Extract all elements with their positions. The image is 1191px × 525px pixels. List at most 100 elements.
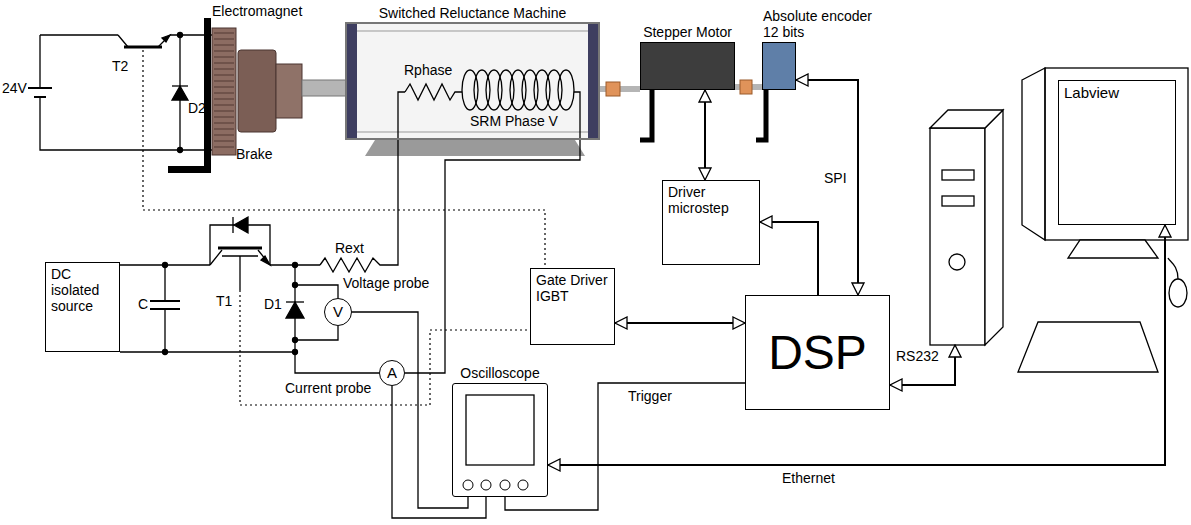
computer — [1022, 68, 1045, 240]
power-circuit — [150, 308, 180, 310]
oscilloscope-parts — [466, 395, 534, 465]
node-heading: Stepper Motor — [643, 24, 732, 40]
electromagnet-brake — [168, 166, 211, 173]
power-circuit — [120, 352, 379, 373]
monitor-screen: Labview — [1058, 80, 1176, 225]
node-heading: Switched Reluctance Machine — [379, 5, 567, 21]
oscilloscope-parts — [481, 480, 491, 490]
shaft-couplings — [606, 82, 620, 96]
computer — [930, 128, 985, 345]
node-text: DSP — [768, 325, 867, 380]
node-text: Gate Driver IGBT — [536, 272, 609, 304]
part-label: Electromagnet — [212, 3, 302, 19]
node-text: V — [333, 303, 343, 320]
power-circuit — [239, 256, 240, 290]
power-circuit — [218, 247, 262, 250]
power-circuit — [120, 33, 580, 374]
power-circuit — [320, 258, 385, 272]
part-label: Rext — [335, 240, 364, 256]
electromagnet-brake — [168, 18, 347, 173]
oscilloscope-parts — [518, 480, 528, 490]
computer — [985, 110, 1003, 345]
power-circuit — [210, 225, 270, 265]
brake-circuit — [40, 35, 212, 150]
power-circuit — [234, 217, 248, 233]
power-circuit — [120, 264, 320, 265]
part-label: T2 — [112, 58, 128, 74]
gate-signal-line — [143, 50, 545, 405]
brake-circuit — [28, 87, 52, 89]
current-probe: A — [379, 360, 405, 386]
edge-label: Ethernet — [780, 470, 837, 486]
gate-signal-line — [143, 50, 545, 268]
electromagnet-brake — [238, 50, 276, 132]
data-arrow — [615, 322, 745, 324]
data-arrow — [548, 225, 1165, 465]
computer — [942, 196, 974, 206]
shaft-couplings — [640, 90, 766, 140]
brake-circuit — [162, 35, 170, 42]
data-arrow — [704, 90, 706, 180]
oscilloscope-parts — [463, 480, 473, 490]
data-arrow — [760, 222, 818, 295]
power-circuit — [163, 263, 168, 268]
part-label: D1 — [264, 296, 282, 312]
power-circuit — [163, 350, 168, 355]
machine-body — [462, 70, 574, 110]
machine-body — [347, 24, 598, 138]
computer — [1045, 68, 1188, 240]
shaft-couplings — [740, 80, 752, 94]
absolute-encoder: Absolute encoder 12 bits — [762, 42, 796, 90]
node-text: Labview — [1064, 84, 1170, 101]
part-label: T1 — [216, 293, 232, 309]
node-text: A — [387, 364, 397, 381]
power-circuit — [178, 148, 183, 153]
gate-signal-line — [240, 290, 530, 405]
power-circuit — [293, 283, 298, 288]
electromagnet-brake — [214, 32, 234, 151]
power-circuit — [293, 350, 298, 355]
part-label: C — [138, 296, 148, 312]
power-circuit — [261, 256, 270, 265]
power-circuit — [232, 217, 233, 233]
brake-circuit — [34, 96, 46, 98]
part-label: Brake — [236, 146, 273, 162]
computer — [890, 68, 1188, 385]
edge-label: SPI — [822, 170, 849, 186]
power-circuit — [150, 300, 180, 302]
gate-driver-box: Gate Driver IGBT — [530, 268, 615, 345]
part-label: Current probe — [285, 380, 371, 396]
electromagnet-brake — [212, 28, 236, 155]
computer — [1169, 279, 1187, 307]
oscilloscope-parts — [463, 395, 534, 490]
node-heading: Absolute encoder 12 bits — [763, 8, 885, 40]
machine-body — [345, 22, 600, 156]
electromagnet-brake — [302, 80, 347, 96]
brake-circuit — [28, 35, 212, 150]
computer — [942, 170, 974, 180]
brake-circuit — [172, 86, 188, 100]
part-label: SRM Phase V — [470, 113, 558, 129]
computer — [949, 254, 965, 270]
machine-body — [405, 84, 462, 100]
computer — [1018, 322, 1158, 372]
signal-wire — [505, 383, 745, 510]
part-label: D2 — [188, 100, 206, 116]
power-circuit — [293, 263, 298, 268]
signal-wire — [352, 312, 468, 508]
machine-body — [357, 31, 588, 32]
brake-circuit — [124, 46, 162, 49]
part-label: Rphase — [404, 62, 452, 78]
node-heading: Oscilloscope — [460, 365, 539, 381]
power-circuit — [293, 338, 298, 343]
part-label: 24V — [2, 80, 27, 96]
machine-body — [558, 70, 574, 110]
electromagnet-brake — [204, 18, 211, 173]
power-circuit — [286, 302, 304, 318]
part-label: RS232 — [896, 348, 939, 364]
oscilloscope: Oscilloscope — [452, 383, 548, 497]
computer — [890, 345, 955, 385]
electromagnet-brake — [276, 64, 302, 118]
